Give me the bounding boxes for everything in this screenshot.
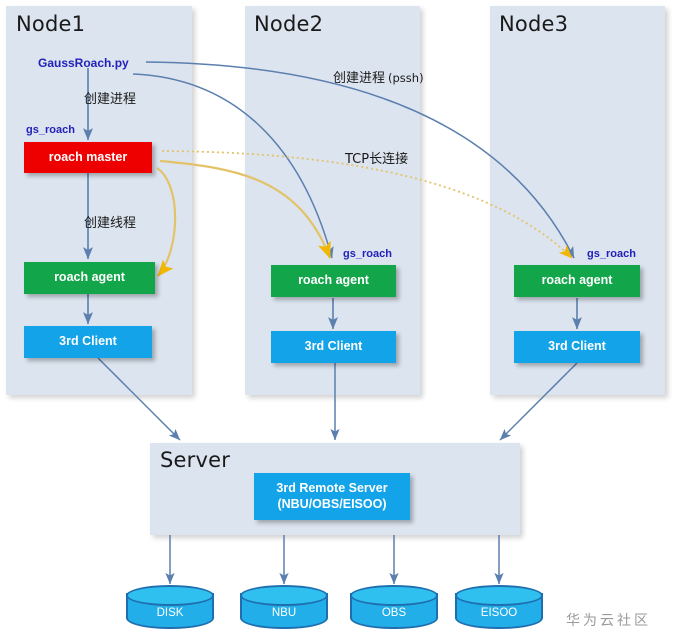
curve-tcp-node1-agent-to-master	[156, 167, 177, 277]
node1-title: Node1	[16, 12, 86, 36]
node2-panel	[245, 6, 420, 395]
storage-label-disk: DISK	[156, 607, 184, 619]
curve-tcp-node3-agent-to-master	[161, 150, 573, 259]
arrow-node3-client-to-server	[499, 362, 578, 441]
third-remote-server-box[interactable]: 3rd Remote Server (NBU/OBS/EISOO)	[254, 473, 410, 520]
roach-agent-box-node2[interactable]: roach agent	[271, 265, 396, 297]
gaussroach-entry-label: GaussRoach.py	[38, 56, 129, 70]
remote-server-line1: 3rd Remote Server	[276, 480, 388, 495]
third-client-box-node3[interactable]: 3rd Client	[514, 331, 640, 363]
roach-agent-box-node1[interactable]: roach agent	[24, 262, 155, 294]
gs-roach-caption-node1: gs_roach	[26, 124, 75, 136]
storage-cylinder-disk[interactable]: DISK	[126, 585, 214, 637]
label-create-process-pssh: 创建进程(pssh)	[333, 67, 424, 86]
gs-roach-caption-node3: gs_roach	[587, 248, 636, 260]
node3-panel	[490, 6, 665, 395]
cylinder-top	[455, 585, 543, 606]
gs-roach-caption-node2: gs_roach	[343, 248, 392, 260]
curve-pssh-to-node2-agent	[132, 73, 334, 259]
storage-label-nbu: NBU	[271, 607, 297, 619]
roach-agent-box-node3[interactable]: roach agent	[514, 265, 640, 297]
roach-master-box[interactable]: roach master	[24, 142, 152, 173]
cylinder-top	[240, 585, 328, 606]
cylinder-top	[350, 585, 438, 606]
cylinder-top	[126, 585, 214, 606]
storage-cylinder-nbu[interactable]: NBU	[240, 585, 328, 637]
arrow-node1-client-to-server	[97, 357, 181, 441]
label-create-thread-node1: 创建线程	[84, 216, 137, 231]
node3-title: Node3	[499, 12, 569, 36]
third-client-box-node2[interactable]: 3rd Client	[271, 331, 396, 363]
label-tcp-long-connection: TCP长连接	[345, 152, 409, 167]
label-create-process-pssh-proto: (pssh)	[388, 71, 424, 85]
curve-tcp-node2-agent-to-master	[159, 159, 332, 259]
node2-title: Node2	[254, 12, 324, 36]
curve-pssh-to-node3-agent	[145, 61, 575, 259]
storage-label-obs: OBS	[381, 607, 407, 619]
storage-cylinder-obs[interactable]: OBS	[350, 585, 438, 637]
label-create-process-pssh-text: 创建进程	[333, 71, 386, 86]
remote-server-line2: (NBU/OBS/EISOO)	[277, 496, 387, 511]
storage-cylinder-eisoo[interactable]: EISOO	[455, 585, 543, 637]
third-client-box-node1[interactable]: 3rd Client	[24, 326, 152, 358]
server-title: Server	[160, 448, 231, 472]
storage-label-eisoo: EISOO	[480, 607, 518, 619]
huawei-cloud-watermark: 华为云社区	[566, 613, 651, 629]
label-create-process-node1: 创建进程	[84, 92, 137, 107]
